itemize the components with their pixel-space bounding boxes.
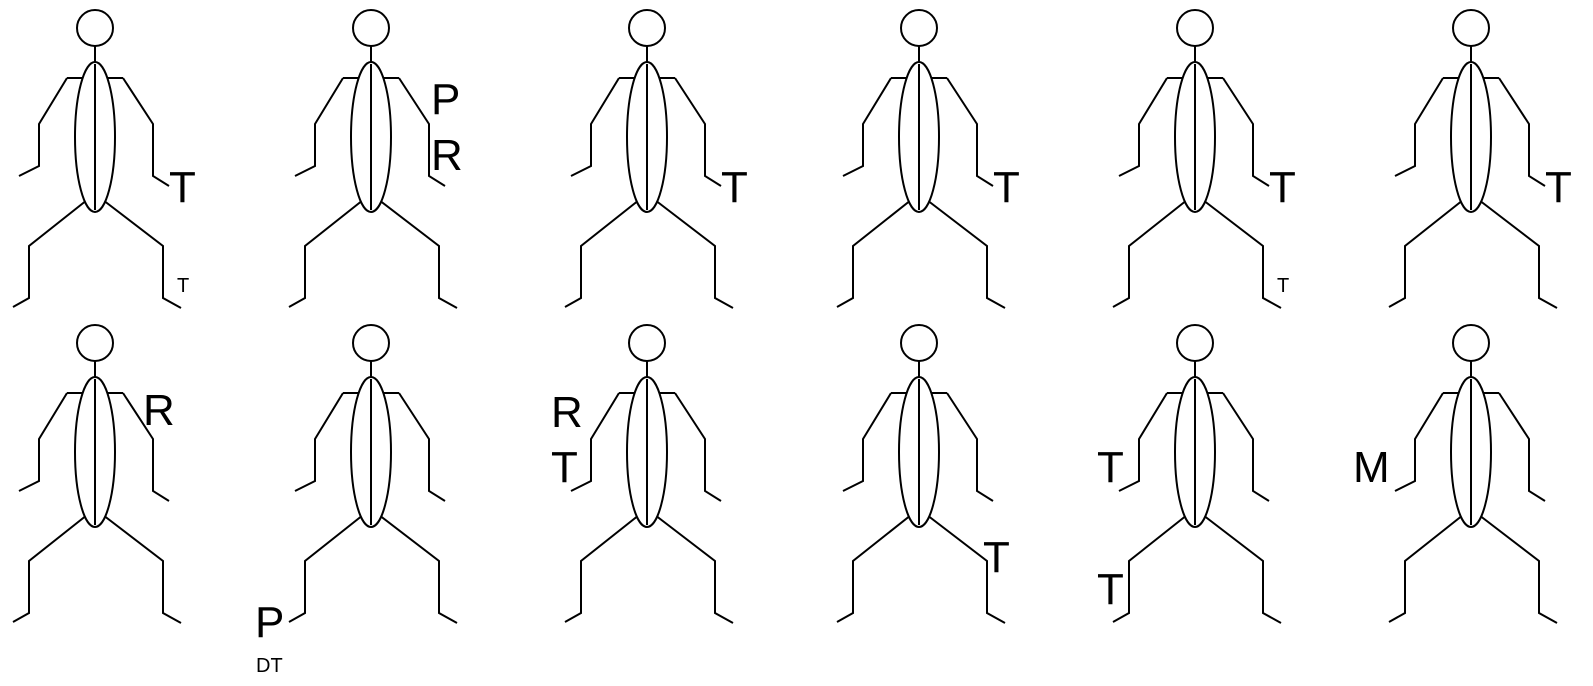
figure-left-arm <box>1394 392 1444 492</box>
figure-label: P <box>255 598 284 647</box>
figure-left-leg <box>1388 514 1464 623</box>
stick-figure-7: R <box>12 324 182 624</box>
figure-left-leg <box>1112 199 1188 308</box>
figure-label: T <box>551 443 578 492</box>
figure-label: T <box>1277 275 1289 297</box>
figure-right-leg <box>1478 514 1558 624</box>
figure-head <box>1452 324 1490 362</box>
figure-left-leg <box>288 514 364 623</box>
figure-label: T <box>177 275 189 297</box>
figure-right-arm <box>946 392 994 502</box>
stick-figure-4: T <box>836 9 1020 309</box>
figure-right-leg <box>654 199 734 309</box>
figure-left-leg <box>564 199 640 308</box>
figure-left-arm <box>842 392 892 492</box>
figure-right-arm <box>674 77 722 187</box>
figure-right-arm <box>122 392 170 502</box>
figure-left-leg <box>12 514 88 623</box>
figure-head <box>1176 9 1214 47</box>
figure-right-arm <box>1222 77 1270 187</box>
figure-left-leg <box>564 514 640 623</box>
figure-left-leg <box>836 514 912 623</box>
figure-left-arm <box>1394 77 1444 177</box>
figure-left-arm <box>842 77 892 177</box>
figure-left-arm <box>570 392 620 492</box>
figure-right-leg <box>654 514 734 624</box>
figure-label: T <box>721 163 748 212</box>
figure-right-arm <box>1498 392 1546 502</box>
stick-figure-3: T <box>564 9 748 309</box>
stick-figure-5: TT <box>1112 9 1296 309</box>
stick-figure-12: M <box>1353 324 1558 624</box>
figure-head <box>900 324 938 362</box>
figure-right-leg <box>378 514 458 624</box>
figure-right-leg <box>1202 199 1282 309</box>
stick-figure-6: T <box>1388 9 1572 309</box>
stick-figure-10: T <box>836 324 1010 624</box>
figure-label: T <box>983 533 1010 582</box>
figure-head <box>900 9 938 47</box>
figure-left-leg <box>1112 514 1188 623</box>
figure-head <box>1452 9 1490 47</box>
figure-label: T <box>169 163 196 212</box>
stick-figure-9: RT <box>551 324 734 624</box>
stick-figure-2: PR <box>288 9 463 309</box>
figure-label: T <box>1097 443 1124 492</box>
figure-right-leg <box>378 199 458 309</box>
figure-label: R <box>431 131 463 180</box>
figure-head <box>76 9 114 47</box>
figure-label: R <box>143 386 175 435</box>
figure-label: M <box>1353 443 1390 492</box>
figure-right-arm <box>946 77 994 187</box>
figure-left-arm <box>294 392 344 492</box>
figure-label: R <box>551 388 583 437</box>
figure-left-arm <box>1118 392 1168 492</box>
figure-left-leg <box>12 199 88 308</box>
figure-left-leg <box>288 199 364 308</box>
stick-figure-8: P DT <box>255 324 458 677</box>
figure-label: T <box>993 163 1020 212</box>
figure-right-arm <box>398 77 446 187</box>
stick-figure-1: TT <box>12 9 196 309</box>
figure-left-arm <box>18 77 68 177</box>
figure-label: T <box>1097 565 1124 614</box>
figure-label: P <box>431 75 460 124</box>
figure-right-arm <box>122 77 170 187</box>
figure-right-leg <box>1478 199 1558 309</box>
figure-right-arm <box>398 392 446 502</box>
figure-right-arm <box>1498 77 1546 187</box>
figure-label: T <box>1545 163 1572 212</box>
figure-head <box>76 324 114 362</box>
figure-head <box>628 324 666 362</box>
figure-head <box>352 324 390 362</box>
figure-right-leg <box>102 199 182 309</box>
figure-right-leg <box>926 199 1006 309</box>
figure-left-leg <box>836 199 912 308</box>
figure-right-leg <box>1202 514 1282 624</box>
figure-label: DT <box>256 655 283 677</box>
figure-left-leg <box>1388 199 1464 308</box>
figure-left-arm <box>570 77 620 177</box>
figure-label: T <box>1269 163 1296 212</box>
figure-head <box>628 9 666 47</box>
figure-left-arm <box>18 392 68 492</box>
figure-right-arm <box>1222 392 1270 502</box>
figure-head <box>1176 324 1214 362</box>
figure-head <box>352 9 390 47</box>
figure-left-arm <box>294 77 344 177</box>
stick-figure-11: TT <box>1097 324 1282 624</box>
figure-left-arm <box>1118 77 1168 177</box>
figure-right-arm <box>674 392 722 502</box>
figure-right-leg <box>102 514 182 624</box>
figure-right-leg <box>926 514 1006 624</box>
